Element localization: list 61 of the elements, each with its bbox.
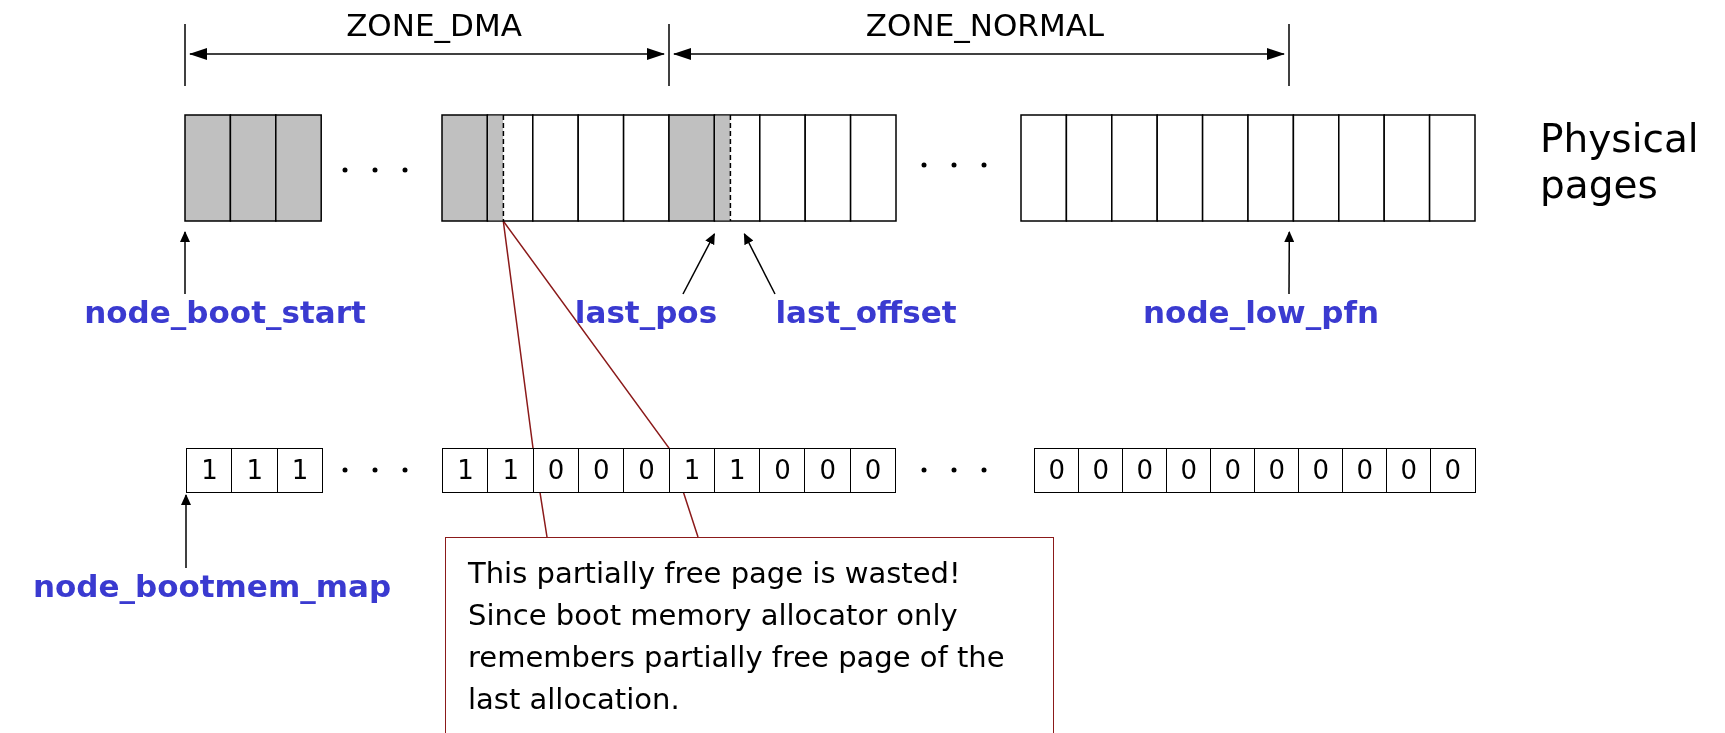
pointer-label: node_low_pfn	[1143, 294, 1379, 330]
bitmap-bit: 0	[759, 448, 806, 493]
axis-label: Physical pages	[1540, 116, 1700, 208]
pointer-arrow	[180, 231, 190, 295]
memory-page	[1428, 114, 1476, 222]
memory-page	[1020, 114, 1068, 222]
memory-page	[1383, 114, 1431, 222]
memory-page	[577, 114, 625, 222]
pointer-arrow	[743, 233, 776, 295]
bitmap-bit: 1	[276, 448, 324, 493]
bitmap-bit: 0	[1342, 448, 1388, 493]
bitmap-bit: 0	[1430, 448, 1476, 493]
bitmap-bit: 0	[577, 448, 625, 493]
bitmap-bit: 0	[1210, 448, 1256, 493]
pointer-arrow	[181, 494, 191, 569]
memory-page	[622, 114, 670, 222]
bitmap-bit: 1	[668, 448, 716, 493]
memory-page	[441, 114, 489, 222]
bitmap-bit: 0	[1166, 448, 1212, 493]
partial-page	[486, 114, 534, 222]
bitmap-bit: 0	[1122, 448, 1168, 493]
bitmap-bit: 0	[1078, 448, 1124, 493]
memory-page	[275, 114, 322, 222]
memory-page	[229, 114, 277, 222]
callout-box	[445, 537, 1054, 733]
bitmap-bit: 1	[713, 448, 761, 493]
bitmap-bit: 0	[849, 448, 897, 493]
memory-page	[1247, 114, 1295, 222]
bitmap-bit: 1	[231, 448, 279, 493]
bitmap-bit: 0	[804, 448, 852, 493]
callout-text: This partially free page is wasted! Since boot memory allocator only remembers partially free page of the last allocation.	[468, 555, 1006, 718]
bitmap-bit: 1	[186, 448, 233, 493]
pointer-label: node_bootmem_map	[32, 568, 392, 604]
bitmap-bit: 0	[623, 448, 670, 493]
memory-page	[804, 114, 852, 222]
bitmap-bit: 0	[532, 448, 580, 493]
memory-page	[849, 114, 897, 222]
bitmap-bit: 1	[442, 448, 489, 493]
memory-page	[1065, 114, 1113, 222]
memory-page	[532, 114, 579, 222]
bitmap-bit: 0	[1298, 448, 1344, 493]
bitmap-bit: 0	[1386, 448, 1432, 493]
memory-page	[184, 114, 232, 222]
memory-page	[1292, 114, 1340, 222]
memory-page	[1201, 114, 1249, 222]
bitmap-bit: 0	[1254, 448, 1300, 493]
pointer-label: last_offset	[775, 294, 957, 330]
zone-label: ZONE_NORMAL	[865, 7, 1105, 43]
memory-page	[759, 114, 806, 222]
memory-page	[1111, 114, 1158, 222]
pointer-label: last_pos	[574, 294, 718, 330]
pointer-label: node_boot_start	[84, 294, 366, 330]
bitmap-bit: 1	[487, 448, 535, 493]
partial-page	[713, 114, 761, 222]
pointer-arrow	[682, 233, 716, 295]
memory-page	[668, 114, 716, 222]
memory-page	[1156, 114, 1204, 222]
pointer-arrow	[1284, 231, 1295, 295]
zone-label: ZONE_DMA	[346, 7, 522, 43]
memory-page	[1338, 114, 1385, 222]
bitmap-bit: 0	[1034, 448, 1080, 493]
